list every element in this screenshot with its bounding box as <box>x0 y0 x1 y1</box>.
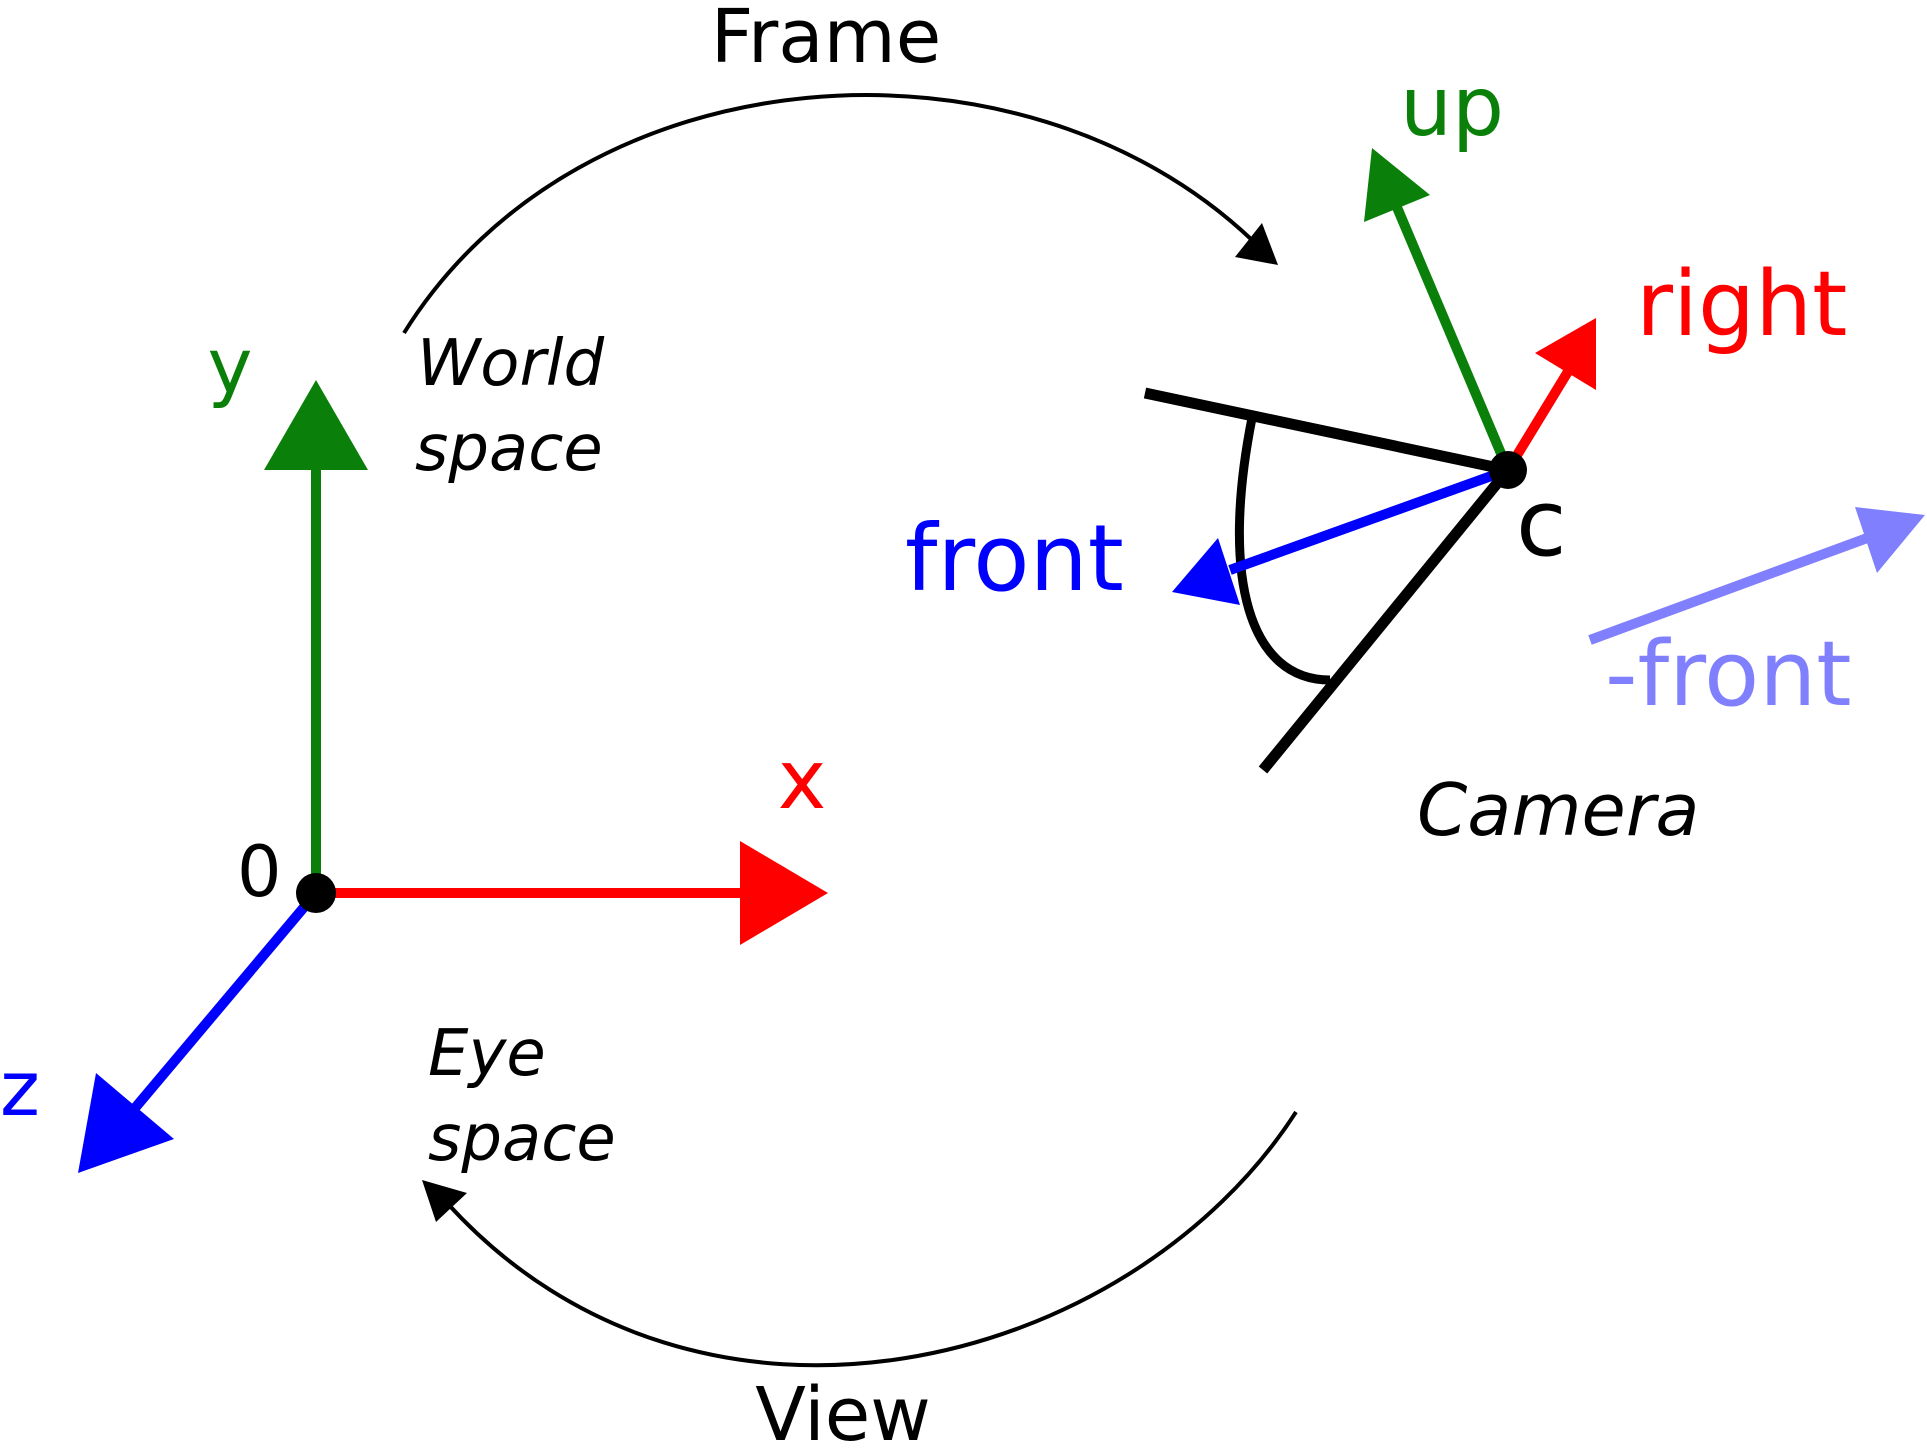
frustum-lower-edge <box>1258 466 1513 774</box>
front-vector-arrowhead <box>1172 538 1240 605</box>
neg-front-vector-arrowhead <box>1855 507 1925 573</box>
right-label: right <box>1636 252 1847 357</box>
neg-front-label: -front <box>1605 622 1852 727</box>
eye-space-label-line1: Eye <box>428 1017 546 1091</box>
camera-label: Camera <box>1417 768 1700 852</box>
z-axis-line <box>131 889 320 1112</box>
frame-arc <box>402 93 1254 335</box>
z-axis-arrowhead <box>78 1073 174 1173</box>
frame-arrowhead <box>1235 223 1278 265</box>
up-vector-line <box>1391 203 1513 472</box>
origin-label: 0 <box>237 831 282 913</box>
fov-arc <box>1234 417 1331 685</box>
up-vector-arrowhead <box>1364 148 1430 222</box>
y-axis-label: y <box>208 321 253 410</box>
up-label: up <box>1400 60 1504 155</box>
neg-front-vector-line <box>1588 532 1872 645</box>
view-label: View <box>755 1372 931 1449</box>
x-axis-arrowhead <box>740 841 828 945</box>
origin-point <box>296 873 336 913</box>
eye-space-label-line2: space <box>428 1102 616 1176</box>
y-axis-arrowhead <box>264 380 368 470</box>
view-arc <box>446 1110 1298 1368</box>
right-vector-arrowhead <box>1535 318 1596 390</box>
frame-label: Frame <box>711 0 942 80</box>
world-space-label-line1: World <box>417 327 605 401</box>
front-label: front <box>905 505 1124 612</box>
world-space-label-line2: space <box>415 412 603 486</box>
view-arrowhead <box>422 1180 467 1222</box>
camera-point-label: c <box>1516 470 1567 577</box>
frustum-upper-edge <box>1143 387 1510 476</box>
z-axis-label: z <box>0 1044 40 1133</box>
right-vector-line <box>1503 362 1577 473</box>
x-axis-label: x <box>778 733 827 828</box>
camera-point <box>1489 451 1527 489</box>
front-vector-line <box>1228 465 1510 575</box>
